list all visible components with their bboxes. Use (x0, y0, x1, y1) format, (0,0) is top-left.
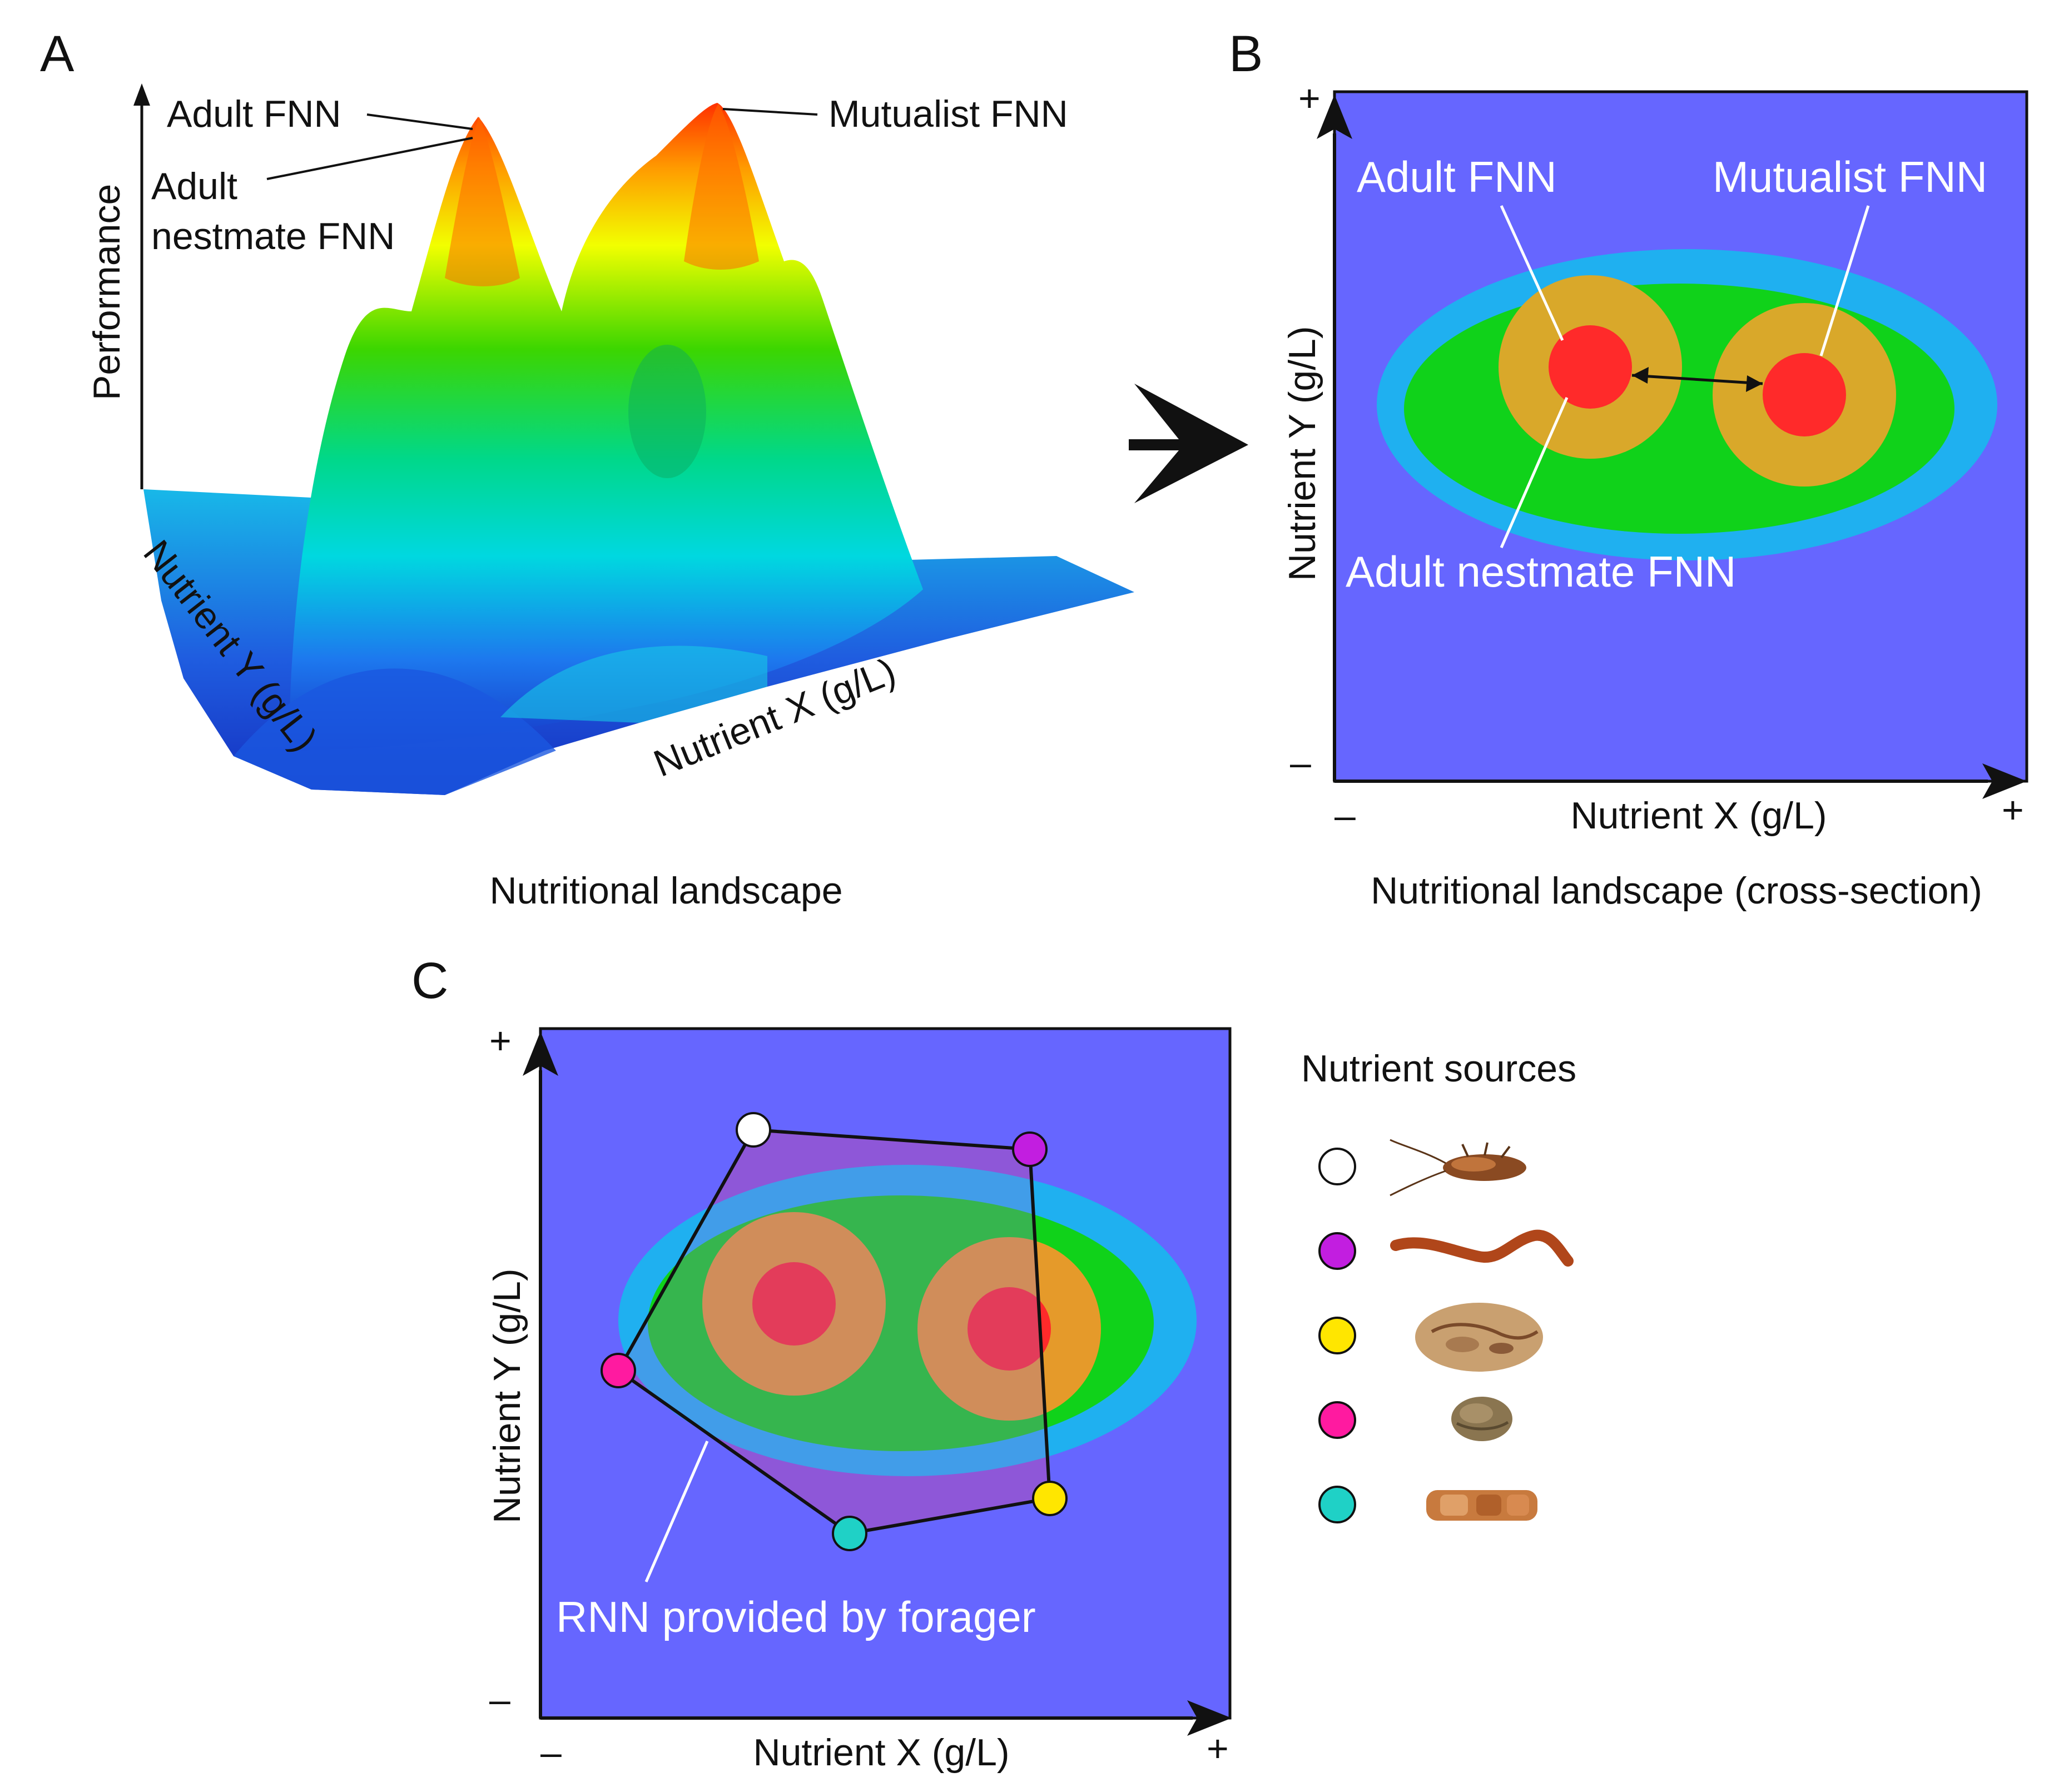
adult-nestmate-label-line2: nestmate FNN (151, 215, 395, 257)
legend-swatch-insect-fragment (1318, 1486, 1356, 1523)
nutrient-sources-legend: Nutrient sources (1301, 1048, 1576, 1523)
x-axis-arrow-b (1982, 763, 2027, 799)
worm-icon (1390, 1229, 1574, 1267)
y-axis-label-b: Nutrient Y (g/L) (1281, 326, 1323, 581)
x-plus-c: + (1207, 1728, 1229, 1770)
x-axis-label-b: Nutrient X (g/L) (1570, 795, 1827, 837)
adult-nestmate-leader (266, 137, 473, 180)
insect-fragment-icon (1426, 1490, 1537, 1521)
transition-arrow (1129, 384, 1248, 503)
mutualist-fnn-peak (684, 103, 759, 270)
performance-axis-arrow (133, 83, 150, 106)
legend-swatch-cockroach (1318, 1148, 1356, 1185)
valley-shadow (628, 345, 706, 478)
rnn-polygon-outline (616, 1128, 1052, 1536)
panel-c-letter: C (411, 952, 448, 1009)
fnn-distance-arrow-left-head (1632, 367, 1649, 384)
adult-nestmate-label-b: Adult nestmate FNN (1346, 547, 1736, 596)
seed-icon (1415, 1303, 1543, 1372)
source-vertex-cockroach (736, 1112, 771, 1148)
legend-swatch-seed (1318, 1317, 1356, 1354)
panel-b: B Adult FNN Mutualist FNN Adult nestmate… (1229, 26, 2028, 912)
legend-swatch-worm (1318, 1232, 1356, 1270)
y-plus-c: + (489, 1020, 512, 1062)
y-axis-label-c: Nutrient Y (g/L) (486, 1268, 528, 1523)
mutualist-fnn-label-b: Mutualist FNN (1713, 152, 1987, 201)
fnn-distance-arrow-right-head (1746, 375, 1763, 392)
surface-fold-middle (500, 646, 767, 723)
fnn-distance-arrow (1631, 374, 1763, 385)
cockroach-icon (1390, 1139, 1526, 1197)
panel-b-letter: B (1229, 26, 1263, 82)
y-minus-b: – (1290, 742, 1311, 784)
source-vertex-insect-fragment (832, 1516, 867, 1551)
surface-fold-front (234, 668, 556, 795)
mutualist-fnn-label: Mutualist FNN (828, 93, 1068, 135)
rnn-polygon-overlay (618, 1130, 1050, 1533)
panel-c: C RNN provided by forager + – – + Nutrie… (411, 952, 1576, 1774)
adult-fnn-point-c (752, 1262, 836, 1346)
legend-swatch-small-seed (1318, 1401, 1356, 1439)
y-plus-b: + (1298, 77, 1321, 120)
adult-fnn-label: Adult FNN (167, 93, 341, 135)
x-minus-b: – (1334, 795, 1356, 837)
mutualist-fnn-point-c (968, 1287, 1051, 1371)
y-minus-c: – (489, 1679, 510, 1721)
x-plus-b: + (2002, 789, 2024, 831)
nutritional-landscape-surface (143, 103, 1134, 795)
adult-fnn-peak (445, 117, 520, 286)
panel-a-letter: A (40, 26, 75, 82)
adult-fnn-leader (366, 113, 473, 130)
source-vertex-seed (1032, 1481, 1068, 1516)
adult-nestmate-label-line1: Adult (151, 165, 237, 207)
y-axis-arrow-c (523, 1031, 558, 1076)
small-seed-icon (1451, 1397, 1512, 1441)
mutualist-fnn-point (1763, 353, 1846, 436)
performance-axis-label: Performance (86, 184, 128, 400)
source-vertex-small-seed (601, 1353, 636, 1388)
x-axis-label-c: Nutrient X (g/L) (753, 1731, 1009, 1774)
mutualist-fnn-leader-b (1819, 205, 1870, 356)
panel-b-caption: Nutritional landscape (cross-section) (1371, 870, 1982, 912)
x-minus-c: – (540, 1731, 562, 1774)
panel-a-caption: Nutritional landscape (489, 870, 842, 912)
x-axis-arrow-c (1187, 1700, 1232, 1736)
adult-fnn-point (1549, 325, 1632, 409)
adult-fnn-leader-b (1500, 205, 1564, 341)
rnn-label: RNN provided by forager (556, 1592, 1036, 1641)
legend-title: Nutrient sources (1301, 1048, 1576, 1090)
adult-fnn-label-b: Adult FNN (1357, 152, 1557, 201)
y-axis-arrow-b (1317, 95, 1352, 139)
rnn-leader (644, 1441, 709, 1582)
mutualist-fnn-leader (722, 108, 818, 116)
panel-a: A Performance Adult FNN Adult nestmate F… (40, 26, 1134, 912)
adult-nestmate-leader-b (1500, 396, 1569, 549)
source-vertex-worm (1012, 1131, 1048, 1167)
